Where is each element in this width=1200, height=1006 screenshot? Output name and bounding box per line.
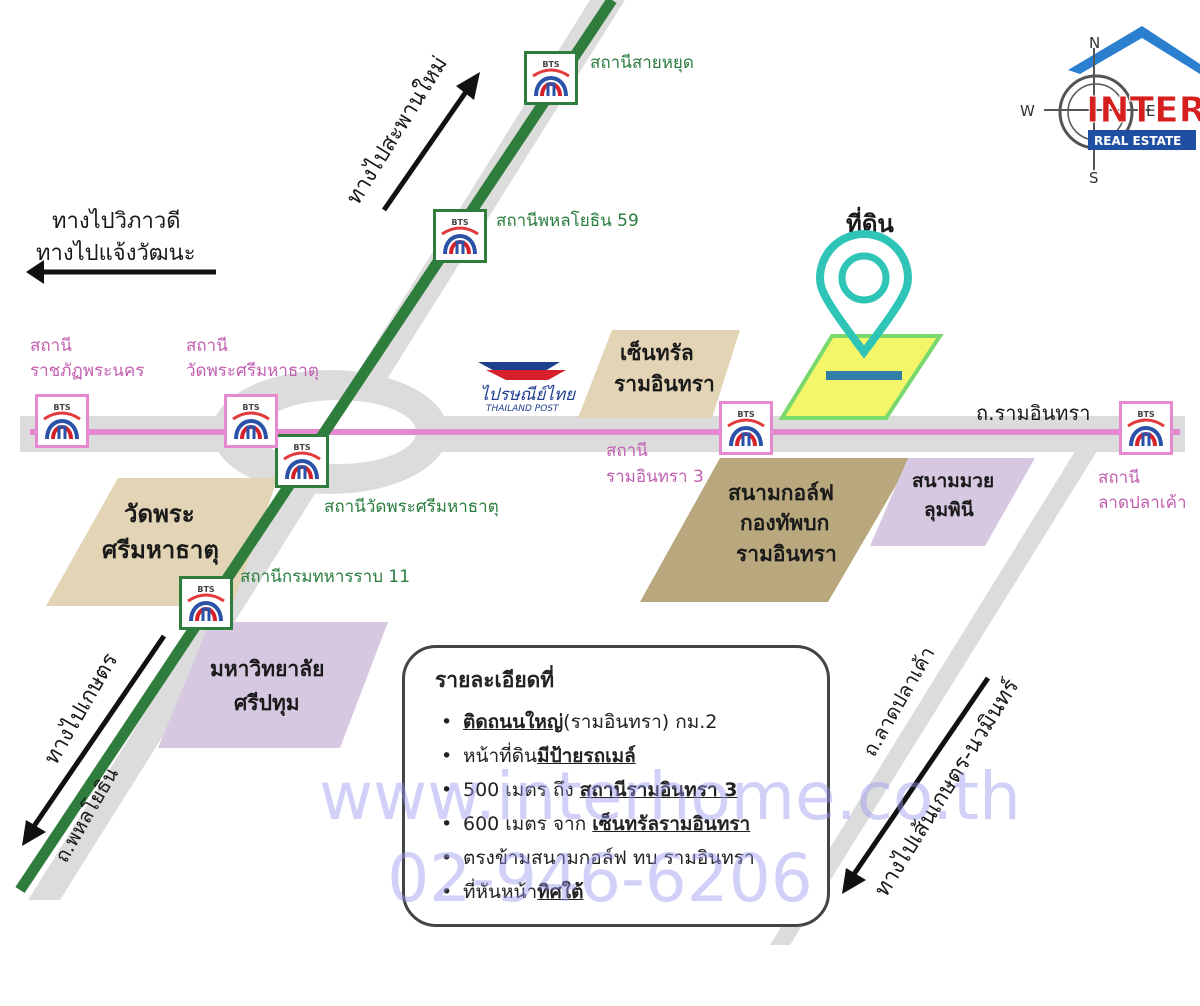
label-lat-pla-1: สถานี	[1098, 468, 1140, 488]
details-item-4: 600 เมตร จาก เซ็นทรัลรามอินทรา	[441, 807, 827, 841]
label-ram-3-2: รามอินทรา 3	[606, 467, 704, 487]
bts-station-phahon-59	[433, 209, 487, 263]
details-item-4-text: 600 เมตร จาก	[463, 813, 593, 835]
compass-s: S	[1089, 169, 1099, 187]
label-lat-pla-2: ลาดปลาเค้า	[1098, 493, 1187, 513]
areas-layer	[46, 330, 1035, 748]
direction-chaeng-watthana: ทางไปแจ้งวัฒนะ	[36, 240, 196, 266]
bts-station-lat-pla	[1119, 401, 1173, 455]
details-title: รายละเอียดที่	[435, 668, 555, 692]
details-item-1: ติดถนนใหญ่(รามอินทรา) กม.2	[441, 705, 827, 739]
thailand-post-logo: ไปรษณีย์ไทย THAILAND POST	[478, 362, 576, 414]
label-phahon-59: สถานีพหลโยธิน 59	[496, 210, 639, 231]
label-sai-yut: สถานีสายหยุด	[590, 53, 694, 73]
logo-sub-bg	[1088, 130, 1196, 150]
land-details-box: รายละเอียดที่ ติดถนนใหญ่(รามอินทรา) กม.2…	[402, 645, 830, 927]
label-golf-2: กองทัพบก	[740, 511, 829, 535]
label-sripatum-2: ศรีปทุม	[234, 691, 300, 717]
details-item-3-text: 500 เมตร ถึง	[463, 779, 580, 801]
label-krom-thahan: สถานีกรมทหารราบ 11	[240, 567, 410, 587]
golf-area	[640, 458, 912, 602]
details-item-3-highlight: สถานีรามอินทรา 3	[579, 779, 738, 801]
logo-sub: REAL ESTATE	[1094, 134, 1181, 148]
thailand-post-th: ไปรษณีย์ไทย	[480, 384, 576, 405]
details-item-2-text: หน้าที่ดิน	[463, 745, 538, 767]
arrow-left-icon	[26, 260, 216, 284]
details-item-6-highlight: ทิศใต้	[537, 881, 584, 903]
label-ram-3-1: สถานี	[606, 441, 648, 461]
logo-roof-icon	[1068, 26, 1200, 74]
label-central-1: เซ็นทรัล	[620, 339, 694, 365]
label-rajabhat-1: สถานี	[30, 336, 72, 356]
label-central-2: รามอินทรา	[614, 372, 715, 396]
label-wat-2: ศรีมหาธาตุ	[102, 536, 219, 566]
details-item-6: ที่หันหน้าทิศใต้	[441, 875, 827, 909]
inter-real-estate-logo: N W S E INTER REAL ESTATE	[1020, 26, 1200, 187]
label-sripatum-1: มหาวิทยาลัย	[210, 657, 324, 681]
details-item-2: หน้าที่ดินมีป้ายรถเมล์	[441, 739, 827, 773]
compass-w: W	[1020, 102, 1035, 120]
central-area	[578, 330, 740, 418]
label-wat-phra-green: สถานีวัดพระศรีมหาธาตุ	[324, 497, 499, 517]
compass-e: E	[1146, 102, 1155, 120]
bts-station-wat-phra-pink	[224, 394, 278, 448]
arrow-down-left-icon-2	[842, 676, 991, 894]
lumpini-area	[870, 458, 1035, 546]
location-pin-icon	[815, 230, 913, 359]
label-wat-1: วัดพระ	[124, 500, 195, 528]
logo-brand: INTER	[1086, 90, 1200, 131]
bts-stations	[35, 51, 1173, 630]
bts-station-sai-yut	[524, 51, 578, 105]
details-item-4-highlight: เซ็นทรัลรามอินทรา	[592, 813, 751, 835]
details-item-2-highlight: มีป้ายรถเมล์	[537, 745, 636, 767]
label-golf-3: รามอินทรา	[736, 542, 837, 566]
road-ram-inthra: ถ.รามอินทรา	[976, 401, 1090, 425]
details-list: ติดถนนใหญ่(รามอินทรา) กม.2 หน้าที่ดินมีป…	[435, 705, 827, 909]
arrow-up-right-icon	[381, 72, 480, 212]
label-rajabhat-2: ราชภัฏพระนคร	[30, 361, 144, 381]
details-item-1-text: (รามอินทรา) กม.2	[563, 711, 718, 733]
direction-vibhavadi: ทางไปวิภาวดี	[52, 208, 180, 234]
label-lumpini-2: ลุมพินี	[924, 499, 974, 522]
compass-n: N	[1089, 34, 1100, 52]
sripatum-area	[158, 622, 388, 748]
lat-pla-khao-road	[770, 440, 1104, 945]
land-plot-marker	[826, 371, 902, 380]
details-item-5: ตรงข้ามสนามกอล์ฟ ทบ รามอินทรา	[441, 841, 827, 875]
bts-station-wat-phra-green	[275, 434, 329, 488]
thailand-post-en: THAILAND POST	[486, 404, 560, 414]
label-wat-phra-top-2: วัดพระศรีมหาธาตุ	[186, 361, 319, 381]
details-item-1-highlight: ติดถนนใหญ่	[463, 711, 564, 733]
bts-station-krom-thahan	[179, 576, 233, 630]
direction-arrows	[22, 72, 991, 894]
bts-station-ram-3	[719, 401, 773, 455]
details-item-6-text: ที่หันหน้า	[463, 881, 538, 903]
arrow-down-left-icon	[22, 634, 167, 846]
bts-station-rajabhat	[35, 394, 89, 448]
label-wat-phra-top-1: สถานี	[186, 336, 228, 356]
direction-saphan-mai: ทางไปสะพานใหม่	[341, 52, 453, 210]
details-item-3: 500 เมตร ถึง สถานีรามอินทรา 3	[441, 773, 827, 807]
label-lumpini-1: สนามมวย	[912, 470, 994, 492]
details-item-5-text: ตรงข้ามสนามกอล์ฟ ทบ รามอินทรา	[463, 847, 755, 869]
label-golf-1: สนามกอล์ฟ	[728, 481, 834, 505]
wat-area	[46, 478, 278, 606]
